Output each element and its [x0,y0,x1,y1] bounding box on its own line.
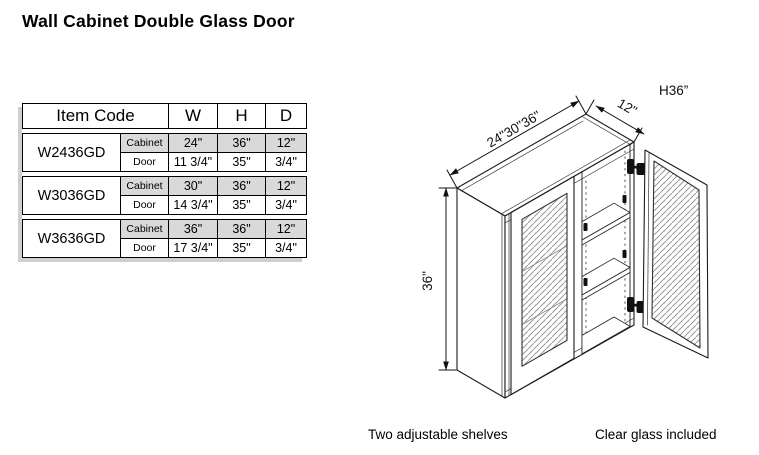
spec-row-group-w3036gd: W3036GD Cabinet 30" 36" 12" Door 14 3/4"… [22,176,307,215]
cabinet-depth: 12" [265,133,307,153]
row-label-cabinet: Cabinet [120,176,169,196]
caption-adjustable-shelves: Two adjustable shelves [368,427,508,442]
left-glass-door [510,175,575,396]
row-label-cabinet: Cabinet [120,219,169,239]
door-height: 35" [217,195,266,215]
hinge-top [627,159,646,175]
item-code: W3636GD [22,219,121,258]
door-width: 11 3/4" [168,152,218,172]
adjustable-shelf [581,257,631,301]
height-dimension: 36" [420,187,457,371]
right-door-glass-panel [651,160,701,349]
cabinet-left-side-panel [456,187,506,399]
door-depth: 3/4" [265,152,307,172]
shelf-pins [583,195,627,286]
cabinet-width: 24" [168,133,218,153]
cabinet-height: 36" [217,176,266,196]
cabinet-height: 36" [217,133,266,153]
cabinet-isometric-drawing: 24"30"36" 12" 36" H36” [420,83,709,399]
page-title: Wall Cabinet Double Glass Door [22,11,295,31]
door-width: 17 3/4" [168,238,218,258]
col-header-d: D [265,103,307,129]
cabinet-width: 30" [168,176,218,196]
door-height: 35" [217,152,266,172]
left-door-glass-panel [521,192,568,367]
row-label-door: Door [120,195,169,215]
col-header-item-code: Item Code [22,103,169,129]
cabinet-width: 36" [168,219,218,239]
height-annotation-label: H36” [659,83,688,98]
cabinet-bottom-panel [581,316,631,355]
spec-table-header-row: Item Code W H D [22,103,307,129]
cabinet-depth: 12" [265,219,307,239]
caption-clear-glass: Clear glass included [595,427,717,442]
spec-row-group-w2436gd: W2436GD Cabinet 24" 36" 12" Door 11 3/4"… [22,133,307,172]
open-right-glass-door [642,149,709,359]
height-dimension-label: 36" [420,271,435,291]
depth-dimension-label: 12" [615,96,640,119]
row-label-door: Door [120,152,169,172]
spec-table: Item Code W H D W2436GD Cabinet 24" 36" … [18,103,307,262]
door-height: 35" [217,238,266,258]
door-width: 14 3/4" [168,195,218,215]
spec-row-group-w3636gd: W3636GD Cabinet 36" 36" 12" Door 17 3/4"… [22,219,307,258]
door-depth: 3/4" [265,195,307,215]
item-code: W2436GD [22,133,121,172]
shelf-pin-hole-rows [585,150,626,348]
item-code: W3036GD [22,176,121,215]
door-depth: 3/4" [265,238,307,258]
cabinet-interior [581,143,631,355]
adjustable-shelf [581,202,631,246]
row-label-door: Door [120,238,169,258]
row-label-cabinet: Cabinet [120,133,169,153]
cabinet-depth: 12" [265,176,307,196]
shelf-lines-through-glass [522,246,567,325]
cabinet-height: 36" [217,219,266,239]
col-header-w: W [168,103,218,129]
col-header-h: H [217,103,266,129]
